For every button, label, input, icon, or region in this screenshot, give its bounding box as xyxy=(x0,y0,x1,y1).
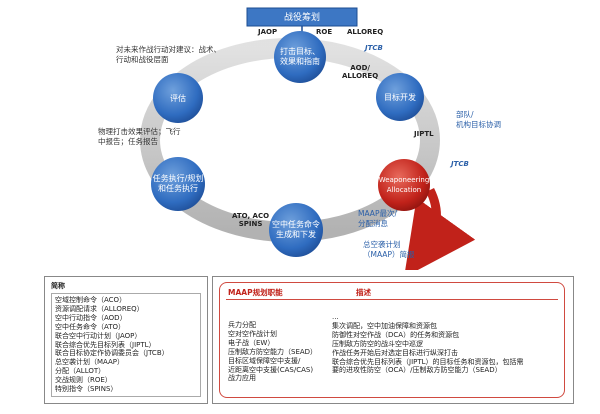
maap-function-item: 压制敌方防空能力（SEAD） xyxy=(228,347,318,356)
abbreviations-heading: 简称 xyxy=(51,282,65,290)
maap-description-item: 集次调配，空中加油保障和资源包 xyxy=(332,321,437,330)
maap-heading-divider xyxy=(226,299,558,300)
maap-inner-frame: MAAP规划职能 描述 兵力分配 空对空作战计划 电子战（EW） 压制敌方防空能… xyxy=(219,282,565,398)
maap-panel: MAAP规划职能 描述 兵力分配 空对空作战计划 电子战（EW） 压制敌方防空能… xyxy=(212,276,574,404)
node-left-label-2: 和任务执行 xyxy=(158,183,198,193)
maap-function-item: 兵力分配 xyxy=(228,321,256,329)
abbr-item: 分配（ALLOT） xyxy=(55,367,106,376)
label-component: 部队/ 机构目标协调 xyxy=(456,110,501,129)
maap-description-item: 要的进攻性防空（OCA）/压制敌方防空能力（SEAD） xyxy=(332,366,502,375)
node-left-label-1: 任务执行/规划 xyxy=(153,173,204,183)
node-bottom-label-2: 生成和下发 xyxy=(276,229,316,239)
node-top-label-2: 效果和指南 xyxy=(280,56,320,66)
maap-function-item: 空对空作战计划 xyxy=(228,329,277,338)
abbr-item: 空中任务命令（ATO） xyxy=(55,322,126,331)
abbreviations-list: 空域控制命令（ACO） 资源调配请求（ALLOREQ） 空中行动指令（AOD） … xyxy=(51,293,201,397)
node-bottom-label-1: 空中任务命令 xyxy=(272,219,320,229)
label-assessment: 物理打击效果评估；飞行 中报告；任务报告 xyxy=(98,127,181,146)
maap-col2-heading: 描述 xyxy=(356,288,371,297)
maap-descriptions-column: ... 集次调配，空中加油保障和资源包 防御性对空作战（DCA）的任务和资源包 … xyxy=(332,313,524,375)
abbr-item: 总空袭计划（MAAP） xyxy=(55,358,125,367)
label-advice: 对未来作战行动对建议：战术、 行动和战役层面 xyxy=(116,45,221,64)
node-left-top[interactable]: 评估 xyxy=(153,73,203,123)
maap-col1-heading: MAAP规划职能 xyxy=(228,288,283,297)
label-maap-release: MAAP最次/ 分配消息 xyxy=(358,209,397,228)
abbreviations-panel: 简称 空域控制命令（ACO） 资源调配请求（ALLOREQ） 空中行动指令（AO… xyxy=(44,276,208,404)
abbr-item: 空域控制命令（ACO） xyxy=(55,296,127,304)
node-bottom[interactable]: 空中任务命令 生成和下发 xyxy=(269,203,323,257)
label-maap-brief: 总空袭计划 （MAAP）简报 xyxy=(363,240,415,259)
abbr-item: 联合综合优先目标列表（JIPTL） xyxy=(55,340,156,349)
abbr-item: 联合目标协定作协调委员会（JTCB） xyxy=(55,349,169,358)
maap-description-item: ... xyxy=(332,313,339,321)
node-right[interactable]: 目标开发 xyxy=(376,73,424,121)
node-left[interactable]: 任务执行/规划 和任务执行 xyxy=(151,157,205,211)
maap-functions-column: 兵力分配 空对空作战计划 电子战（EW） 压制敌方防空能力（SEAD） 目标区域… xyxy=(228,321,317,383)
label-jiptl: JIPTL xyxy=(414,130,434,138)
maap-function-item: 近距离空中支援(CAS/CAS) xyxy=(228,365,314,374)
maap-description-item: 压制敌方防空的战斗空中巡逻 xyxy=(332,339,423,348)
node-bottom-right-label-1: Weaponeering xyxy=(379,176,430,184)
node-top-label-1: 打击目标、 xyxy=(280,46,320,56)
label-alloreq: ALLOREQ xyxy=(347,28,384,36)
maap-function-item: 电子战（EW） xyxy=(228,338,275,347)
label-jtcb-top: JTCB xyxy=(365,44,383,52)
abbr-item: 交战规则（ROE） xyxy=(55,376,112,385)
maap-description-item: 联合综合优先目标列表（JIPTL）的目标任务和资源包，包括需 xyxy=(332,357,524,366)
node-bottom-right[interactable]: Weaponeering Allocation xyxy=(378,159,430,211)
label-jaop: JAOP xyxy=(258,28,278,36)
label-roe: ROE xyxy=(316,28,333,36)
abbr-item: 空中行动指令（AOD） xyxy=(55,313,127,322)
maap-description-item: 作战任务开始后对选定目标进行纵深打击 xyxy=(332,348,458,357)
cycle-diagram: 战役筹划 打击目标、 效果和指南 目标开发 Weaponeering Alloc… xyxy=(140,7,476,270)
node-left-top-label: 评估 xyxy=(170,93,186,103)
title-box-label: 战役筹划 xyxy=(284,11,320,23)
red-arrow xyxy=(404,187,476,270)
label-aod-alloreq: AOD/ ALLOREQ xyxy=(342,64,379,80)
abbr-item: 联合空中行动计划（JAOP） xyxy=(55,331,142,340)
maap-function-item: 战力应用 xyxy=(228,374,256,383)
node-top[interactable]: 打击目标、 效果和指南 xyxy=(274,31,326,83)
abbr-item: 特别指令（SPINS） xyxy=(55,385,118,394)
label-jtcb-right: JTCB xyxy=(451,160,469,168)
node-right-label: 目标开发 xyxy=(384,92,416,102)
label-ato-aco-spins: ATO, ACO SPINS xyxy=(232,212,270,228)
maap-function-item: 目标区域保障空中支援/ xyxy=(228,356,301,365)
maap-description-item: 防御性对空作战（DCA）的任务和资源包 xyxy=(332,330,460,339)
node-bottom-right-label-2: Allocation xyxy=(387,186,422,194)
abbr-item: 资源调配请求（ALLOREQ） xyxy=(55,304,144,313)
